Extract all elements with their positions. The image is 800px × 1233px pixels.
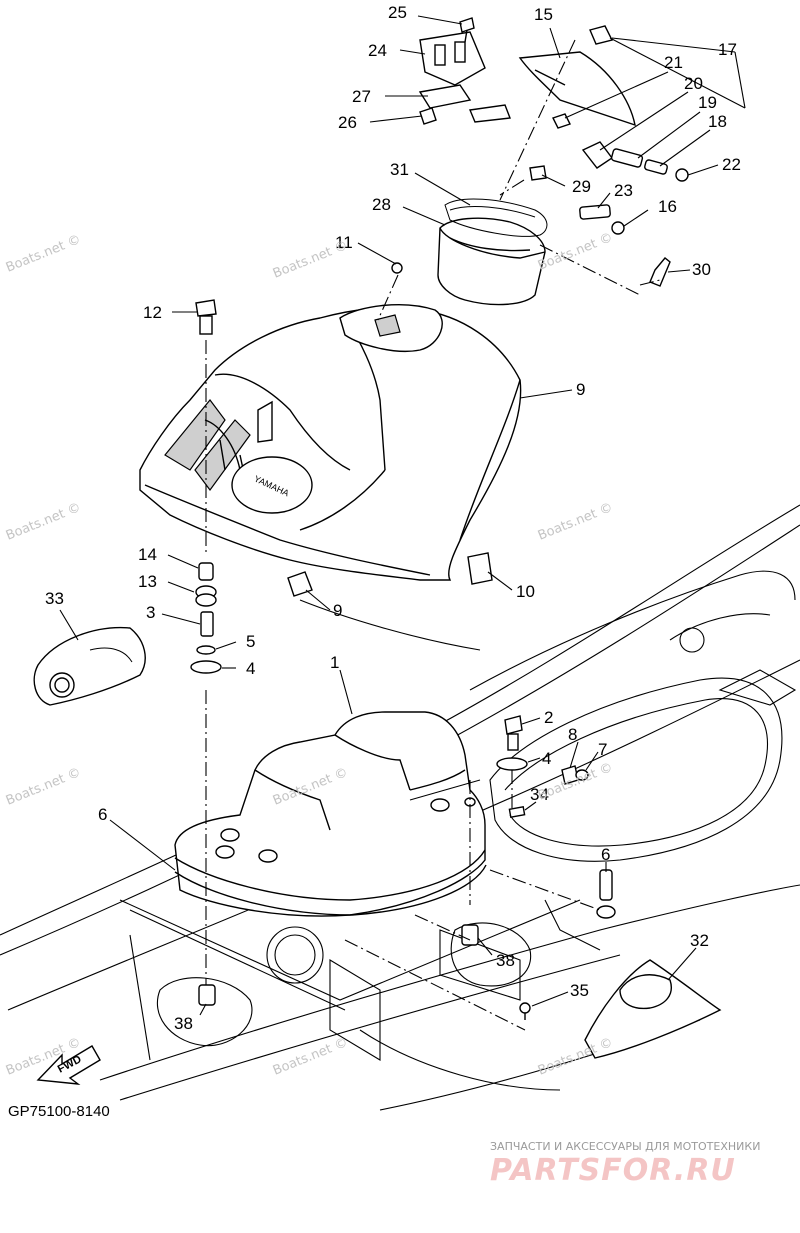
seal-assembly <box>437 198 548 306</box>
callout-7: 9 <box>576 380 585 399</box>
latch-assembly <box>418 31 668 220</box>
callout-4-left: 4 <box>246 659 255 678</box>
callout-28: 26 <box>338 113 357 132</box>
callout-11: 9 <box>333 601 342 620</box>
callout-17: 15 <box>534 5 553 24</box>
callout-labels: 25 15 17 24 21 20 27 19 26 18 22 31 29 2… <box>45 3 741 1033</box>
callout-29: 27 <box>352 87 371 106</box>
callout-20: 18 <box>708 112 727 131</box>
vent-covers <box>33 626 722 1059</box>
callout-27: 25 <box>388 3 407 22</box>
callout-24: 22 <box>722 155 741 174</box>
seat-cover: YAMAHA <box>139 304 522 581</box>
callout-34: 32 <box>690 931 709 950</box>
callout-22: 20 <box>684 74 703 93</box>
callout-8: 6 <box>601 845 610 864</box>
brand-name: PARTSFOR.RU <box>490 1153 736 1188</box>
watermark: Boats.net © <box>4 765 83 809</box>
callout-19: 17 <box>718 40 737 59</box>
callout-16: 14 <box>138 545 157 564</box>
callout-36: 34 <box>530 785 549 804</box>
diagram-code: GP75100-8140 <box>8 1103 110 1120</box>
callout-38-right: 38 <box>496 951 515 970</box>
callout-12: 10 <box>516 582 535 601</box>
callout-30: 28 <box>372 195 391 214</box>
callout-26: 24 <box>368 41 387 60</box>
callout-33: 31 <box>390 160 409 179</box>
callout-15: 13 <box>138 572 157 591</box>
guide-lines <box>205 39 661 1031</box>
watermark: Boats.net © <box>271 238 350 282</box>
watermark: Boats.net © <box>4 500 83 544</box>
watermark: Boats.net © <box>536 500 615 544</box>
callout-1: 1 <box>330 653 339 672</box>
callout-2: 2 <box>544 708 553 727</box>
callout-37: 35 <box>570 981 589 1000</box>
callout-10: 8 <box>568 725 577 744</box>
watermark: Boats.net © <box>536 230 615 274</box>
callout-9: 7 <box>598 740 607 759</box>
fuel-tank <box>174 711 487 917</box>
callout-32: 30 <box>692 260 711 279</box>
callout-14: 12 <box>143 303 162 322</box>
callout-4-right: 4 <box>542 749 551 768</box>
callout-23: 21 <box>664 53 683 72</box>
callout-38-left: 38 <box>174 1014 193 1033</box>
callout-25: 23 <box>614 181 633 200</box>
watermark: Boats.net © <box>536 1035 615 1079</box>
callout-18: 16 <box>658 197 677 216</box>
brand-logo: ЗАПЧАСТИ И АКСЕССУАРЫ ДЛЯ МОТОТЕХНИКИ PA… <box>490 1140 760 1188</box>
callout-35: 33 <box>45 589 64 608</box>
hull-outline <box>0 504 800 1111</box>
callout-21: 19 <box>698 93 717 112</box>
callout-6: 6 <box>98 805 107 824</box>
fasteners <box>190 17 689 1020</box>
watermark: Boats.net © <box>4 232 83 276</box>
callout-3: 3 <box>146 603 155 622</box>
callout-13: 11 <box>335 233 353 252</box>
brand-tagline: ЗАПЧАСТИ И АКСЕССУАРЫ ДЛЯ МОТОТЕХНИКИ <box>490 1140 760 1153</box>
leader-lines <box>59 15 746 1016</box>
callout-5: 5 <box>246 632 255 651</box>
callout-31: 29 <box>572 177 591 196</box>
